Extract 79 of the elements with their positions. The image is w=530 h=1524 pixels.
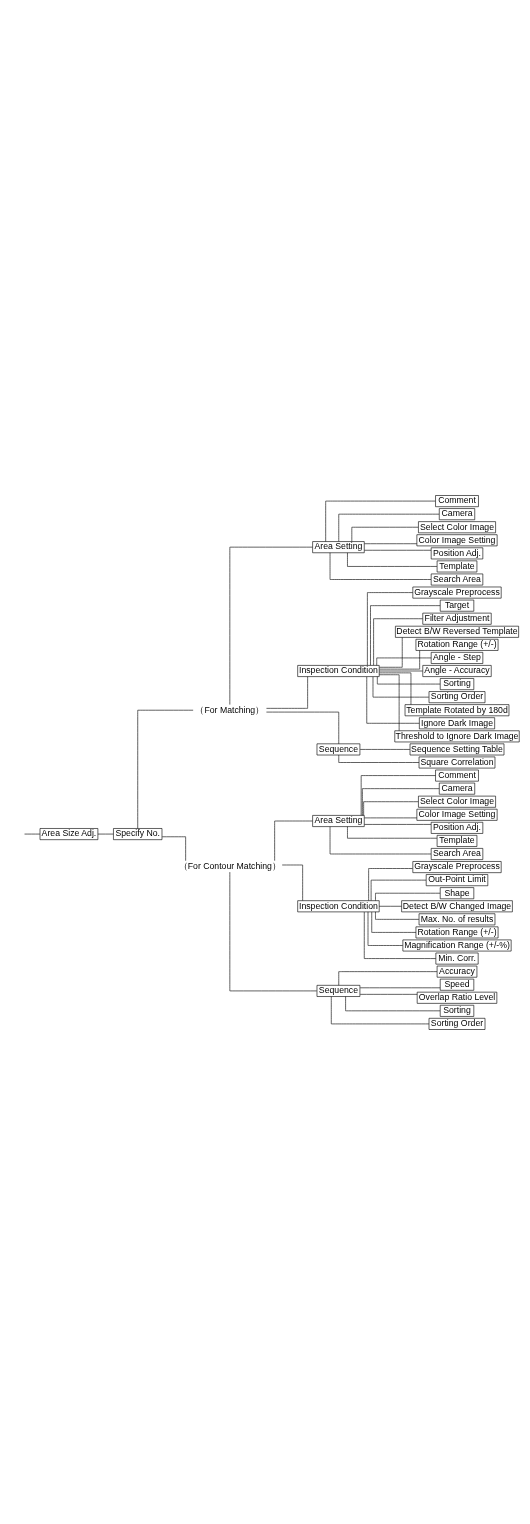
connector (345, 995, 441, 1011)
connector (363, 911, 437, 959)
node-box: Area Setting (312, 540, 365, 553)
node-box: Filter Adjustment (422, 612, 492, 625)
node-box: Sequence (316, 743, 361, 755)
connector (331, 995, 430, 1024)
connector (338, 513, 440, 542)
node-box: Search Area (430, 847, 484, 860)
node-box: Camera (438, 782, 476, 795)
connector (375, 892, 441, 901)
node-box: Max. No. of results (418, 912, 496, 925)
node-box: Rotation Range (+/-) (415, 638, 499, 651)
node-box: Comment (435, 494, 479, 507)
node-box: Sequence (316, 984, 361, 997)
node-box-text: Sequence Setting Table (409, 743, 505, 755)
connector (363, 800, 419, 816)
node-box: Specify No. (113, 827, 163, 840)
node-box-text: Threshold to Ignore Dark Image (394, 729, 520, 742)
node-box-text: Detect B/W Changed Image (401, 899, 513, 912)
node-box: Select Color Image (418, 520, 496, 533)
connector (360, 774, 436, 816)
node-box: Area Size Adj. (39, 827, 99, 840)
node-box: Camera (438, 507, 476, 520)
node-box: Angle - Step (430, 651, 484, 664)
node-box: Shape (439, 886, 475, 899)
node-box: Grayscale Preprocess (412, 860, 502, 873)
node-box: Sorting Order (428, 690, 486, 703)
connector (364, 817, 418, 818)
node-box: Inspection Condition (297, 664, 380, 677)
connector (379, 649, 420, 669)
node-box: Angle - Accuracy (422, 664, 492, 677)
node-box: Accuracy (436, 965, 478, 978)
node-box: Out-Point Limit (425, 873, 489, 886)
node-box: Sorting (439, 677, 475, 690)
connector (379, 636, 403, 668)
node-box: Sorting Order (428, 1017, 486, 1030)
connector (281, 864, 303, 901)
connector (351, 526, 419, 542)
connector (371, 911, 417, 933)
node-box: Select Color Image (418, 795, 496, 808)
node-text: （For Matching） (195, 704, 265, 715)
connector (329, 552, 432, 580)
node-box: Comment (435, 769, 479, 781)
node-box: Area Setting (312, 814, 365, 827)
connector (137, 709, 194, 829)
connector (378, 673, 400, 731)
node-box: Sorting (439, 1004, 475, 1017)
connector (366, 676, 420, 724)
node-box-text: Inspection Condition (297, 899, 380, 912)
node-box: Color Image Setting (416, 533, 498, 546)
connector (367, 591, 414, 666)
node-box: Square Correlation (418, 756, 496, 768)
node-box: Speed (439, 978, 475, 991)
node-box: Min. Corr. (435, 952, 479, 964)
node-box: Search Area (430, 573, 484, 585)
connector (362, 787, 440, 816)
connector (375, 911, 420, 920)
connector (378, 905, 402, 907)
node-box: Position Adj. (430, 546, 484, 559)
node-box: Rotation Range (+/-) (415, 926, 499, 938)
connector (325, 500, 436, 542)
node-box: Color Image Setting (416, 808, 498, 821)
node-box: Target (439, 599, 475, 612)
connector (364, 823, 432, 825)
node-box: Template (436, 560, 478, 572)
connector (347, 825, 438, 839)
node-box: Magnification Range (+/-%) (402, 939, 512, 951)
connector (338, 754, 420, 763)
node-box: Overlap Ratio Level (416, 991, 498, 1004)
node-text: （For Contour Matching） (178, 860, 281, 871)
node-box: Position Adj. (430, 821, 484, 834)
connector (347, 552, 438, 567)
node-box: Detect B/W Reversed Template (395, 625, 519, 638)
node-box: Template (436, 834, 478, 847)
node-box-text: Template Rotated by 180d (404, 703, 510, 716)
node-box: Ignore Dark Image (419, 716, 495, 729)
node-box-text: Grayscale Preprocess (412, 586, 502, 598)
connector (368, 867, 413, 901)
connector (376, 657, 432, 666)
